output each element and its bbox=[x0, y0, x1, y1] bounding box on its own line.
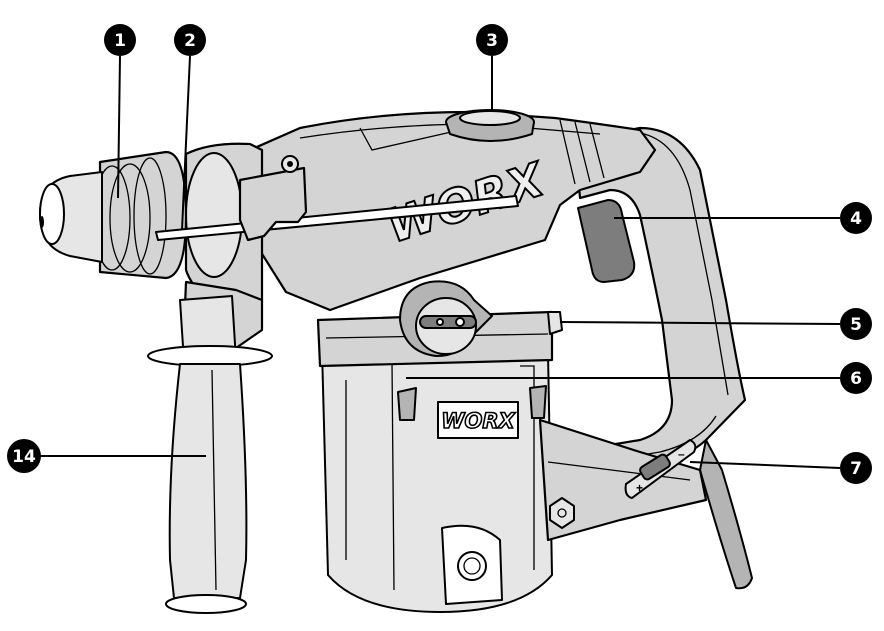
callout-badges: 1 2 3 4 5 6 7 14 bbox=[7, 24, 872, 484]
mode-selector bbox=[399, 280, 493, 357]
leader-line-1 bbox=[117, 55, 121, 199]
svg-text:14: 14 bbox=[12, 447, 36, 467]
power-button bbox=[457, 551, 487, 581]
svg-text:2: 2 bbox=[184, 31, 196, 51]
brand-plate-text: WORX bbox=[441, 409, 516, 433]
trigger-switch bbox=[577, 199, 636, 283]
svg-text:1: 1 bbox=[114, 31, 126, 51]
callout-5: 5 bbox=[840, 308, 872, 340]
svg-text:7: 7 bbox=[850, 459, 862, 479]
callout-4: 4 bbox=[840, 202, 872, 234]
brand-plate bbox=[437, 401, 519, 439]
callout-14: 14 bbox=[7, 439, 41, 473]
switch-plus-label: + bbox=[636, 481, 643, 495]
hex-nut bbox=[549, 497, 575, 529]
leader-line-7 bbox=[689, 461, 841, 469]
svg-text:6: 6 bbox=[850, 369, 862, 389]
leader-lines bbox=[38, 55, 841, 469]
callout-1: 1 bbox=[104, 24, 136, 56]
callout-3: 3 bbox=[476, 24, 508, 56]
leader-line-2 bbox=[181, 55, 191, 231]
switch-minus-label: – bbox=[678, 447, 685, 461]
auxiliary-handle bbox=[147, 295, 273, 614]
callout-7: 7 bbox=[840, 452, 872, 484]
direction-switch: + – bbox=[624, 439, 697, 499]
callout-2: 2 bbox=[174, 24, 206, 56]
release-latch bbox=[547, 311, 563, 335]
svg-text:5: 5 bbox=[850, 315, 862, 335]
leader-line-5 bbox=[559, 321, 841, 325]
svg-text:4: 4 bbox=[850, 209, 862, 229]
svg-text:3: 3 bbox=[486, 31, 498, 51]
callout-6: 6 bbox=[840, 362, 872, 394]
top-cap bbox=[445, 109, 535, 142]
